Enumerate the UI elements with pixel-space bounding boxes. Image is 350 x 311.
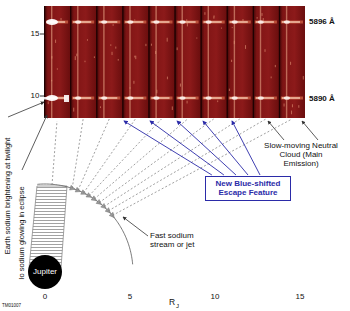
sight-lines xyxy=(72,119,292,215)
annotation-label: Io sodium glowing in eclipse xyxy=(18,186,26,279)
image-panel xyxy=(96,6,122,118)
axis-ticks xyxy=(40,34,44,96)
leader-line xyxy=(268,121,284,140)
callout-box: New Blue-shifted Escape Feature xyxy=(205,176,291,201)
image-panel xyxy=(279,6,305,118)
io-marker xyxy=(86,193,92,198)
image-panel xyxy=(148,6,174,118)
annotation-label: Earth sodium brightening at twilight xyxy=(4,138,12,255)
image-panel xyxy=(253,6,279,118)
sight-line xyxy=(52,121,57,185)
io-marker xyxy=(91,196,97,201)
axis-tick-label: 10 xyxy=(31,92,40,101)
image-ground xyxy=(44,6,305,118)
axis-tick-label: 5 xyxy=(128,293,132,302)
image-panel xyxy=(70,6,96,118)
image-panel xyxy=(122,6,148,118)
sight-line xyxy=(78,119,109,190)
sight-line xyxy=(99,119,213,203)
leader-line xyxy=(177,121,236,175)
image-panel xyxy=(227,6,253,118)
image-panel xyxy=(44,6,70,118)
leader-line xyxy=(150,121,224,175)
callout-text: New Blue-shifted Escape Feature xyxy=(206,177,290,199)
wavelength-label: 5896 Å xyxy=(309,18,335,27)
image-panel xyxy=(201,6,227,118)
sight-line xyxy=(89,119,161,196)
annotation-label: Slow-moving Neutral Cloud (Main Emission… xyxy=(261,142,341,168)
sight-line xyxy=(72,119,83,188)
sight-line xyxy=(84,119,136,193)
axis-title-subscript: J xyxy=(176,303,179,310)
axis-tick-label: 10 xyxy=(211,293,220,302)
axis-tick-label: 15 xyxy=(31,30,40,39)
axis-tick-label: 0 xyxy=(43,293,47,302)
io-marker xyxy=(81,190,87,194)
leader-line xyxy=(22,115,47,170)
orbit-arc xyxy=(37,184,132,264)
leader-line xyxy=(232,121,260,175)
leader-line xyxy=(8,102,44,117)
io-marker xyxy=(96,199,101,204)
spectral-image xyxy=(40,6,305,118)
axis-tick-label: 15 xyxy=(296,293,305,302)
axis-title: R xyxy=(169,298,175,307)
sight-line xyxy=(112,119,292,215)
leader-line xyxy=(302,121,318,140)
planet-circle: Jupiter xyxy=(28,255,62,289)
leader-line xyxy=(123,217,148,236)
leader-line xyxy=(124,121,212,175)
blue-leaders xyxy=(124,121,260,175)
io-orbit xyxy=(37,184,132,264)
planet-name: Jupiter xyxy=(33,267,57,276)
wavelength-label: 5890 Å xyxy=(309,95,335,104)
leader-line xyxy=(203,121,248,175)
figure-id: TM01007 xyxy=(2,304,21,309)
image-panel xyxy=(175,6,201,118)
annotation-label: Fast sodium stream or jet xyxy=(150,232,214,250)
